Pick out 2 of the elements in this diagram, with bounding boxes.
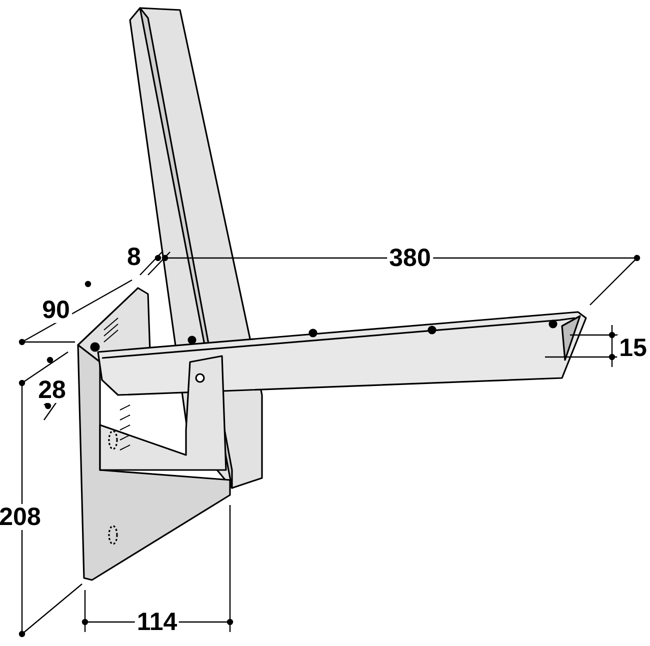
dimension-label: 208 — [0, 504, 43, 530]
dimension-label: 15 — [617, 335, 649, 361]
